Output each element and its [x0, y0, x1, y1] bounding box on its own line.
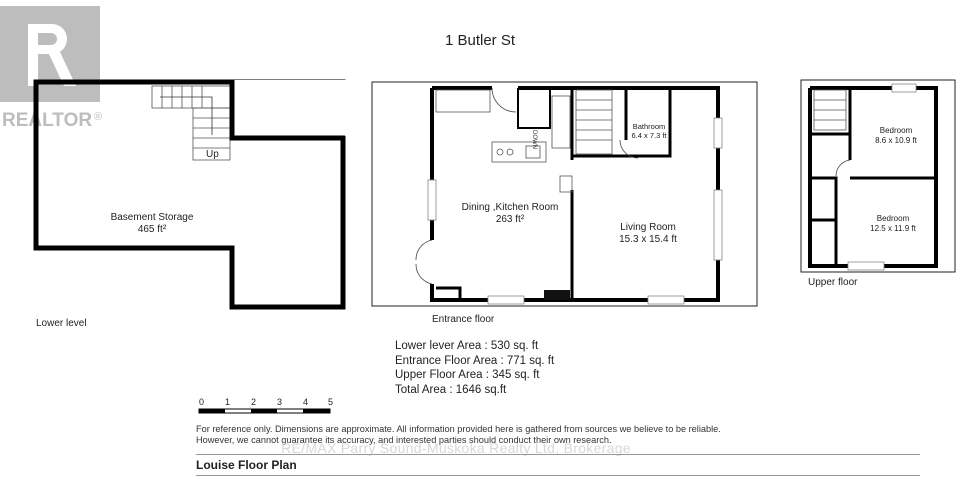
basement-storage-name: Basement Storage: [110, 212, 194, 223]
scale-bar: [198, 408, 331, 414]
bedroom-2-label: Bedroom 12.5 x 11.9 ft: [858, 214, 928, 234]
realtor-logo: REALTOR ®: [0, 0, 110, 132]
upper-floor-label: Upper floor: [808, 277, 858, 288]
scale-tick-0: 0: [199, 397, 205, 407]
basement-storage-area: 465 ft²: [137, 224, 167, 235]
entrance-stair-label: DOWN: [531, 130, 537, 149]
top-divider: [196, 454, 920, 455]
living-room-label: Living Room 15.3 x 15.4 ft: [608, 222, 688, 246]
realtor-logo-graphic: REALTOR ®: [0, 6, 102, 131]
registered-mark: ®: [94, 111, 102, 123]
scale-tick-4: 4: [303, 397, 309, 407]
lower-level-stairs: [151, 85, 231, 161]
dining-kitchen-size: 263 ft²: [495, 214, 525, 225]
bottom-divider: [196, 475, 920, 476]
scale-tick-1: 1: [225, 397, 231, 407]
scale-bar-ticks: 0 1 2 3 4 5: [196, 397, 336, 409]
upper-floor-stairs: [813, 89, 847, 131]
realtor-logo-text: REALTOR: [2, 110, 92, 131]
total-area-line: Total Area : 1646 sq.ft: [395, 383, 507, 396]
dining-kitchen-room-label: Dining ,Kitchen Room 263 ft²: [460, 202, 560, 226]
entrance-floor-stairs: [551, 89, 613, 155]
scale-tick-2: 2: [251, 397, 257, 407]
dining-kitchen-name: Dining ,Kitchen Room: [461, 202, 559, 213]
bedroom-2-size: 12.5 x 11.9 ft: [870, 224, 916, 233]
property-address-title: 1 Butler St: [444, 32, 516, 49]
disclaimer: For reference only. Dimensions are appro…: [196, 424, 721, 446]
upper-floor-plan: [800, 79, 956, 273]
plan-name: Louise Floor Plan: [196, 458, 297, 472]
entrance-floor-plan: DOWN: [371, 81, 758, 307]
entrance-floor-label: Entrance floor: [432, 314, 495, 325]
bedroom-1-label: Bedroom 8.6 x 10.9 ft: [866, 126, 926, 146]
bathroom-label: Bathroom 6.4 x 7.3 ft: [626, 122, 672, 140]
bedroom-1-name: Bedroom: [879, 126, 913, 135]
bathroom-name: Bathroom: [632, 122, 666, 131]
disclaimer-line-2: However, we cannot guarantee its accurac…: [196, 435, 612, 445]
entrance-area-line: Entrance Floor Area : 771 sq. ft: [395, 354, 555, 367]
lower-room-label: Basement Storage 465 ft²: [90, 212, 214, 236]
area-summary: Lower lever Area : 530 sq. ft Entrance F…: [395, 339, 554, 397]
bedroom-2-name: Bedroom: [876, 214, 910, 223]
living-room-name: Living Room: [620, 222, 676, 233]
bedroom-1-size: 8.6 x 10.9 ft: [875, 136, 917, 145]
lower-level-label: Lower level: [36, 318, 87, 329]
lower-stair-label: Up: [206, 149, 219, 160]
scale-tick-5: 5: [328, 397, 334, 407]
lower-level-plan: [33, 79, 346, 310]
disclaimer-line-1: For reference only. Dimensions are appro…: [196, 424, 721, 434]
upper-area-line: Upper Floor Area : 345 sq. ft: [395, 369, 540, 381]
bathroom-size: 6.4 x 7.3 ft: [631, 131, 667, 140]
brokerage-watermark: RE/MAX Parry Sound-Muskoka Realty Ltd, B…: [281, 440, 631, 456]
lower-area-line: Lower lever Area : 530 sq. ft: [395, 340, 539, 352]
living-room-size: 15.3 x 15.4 ft: [619, 234, 677, 245]
scale-tick-3: 3: [277, 397, 283, 407]
